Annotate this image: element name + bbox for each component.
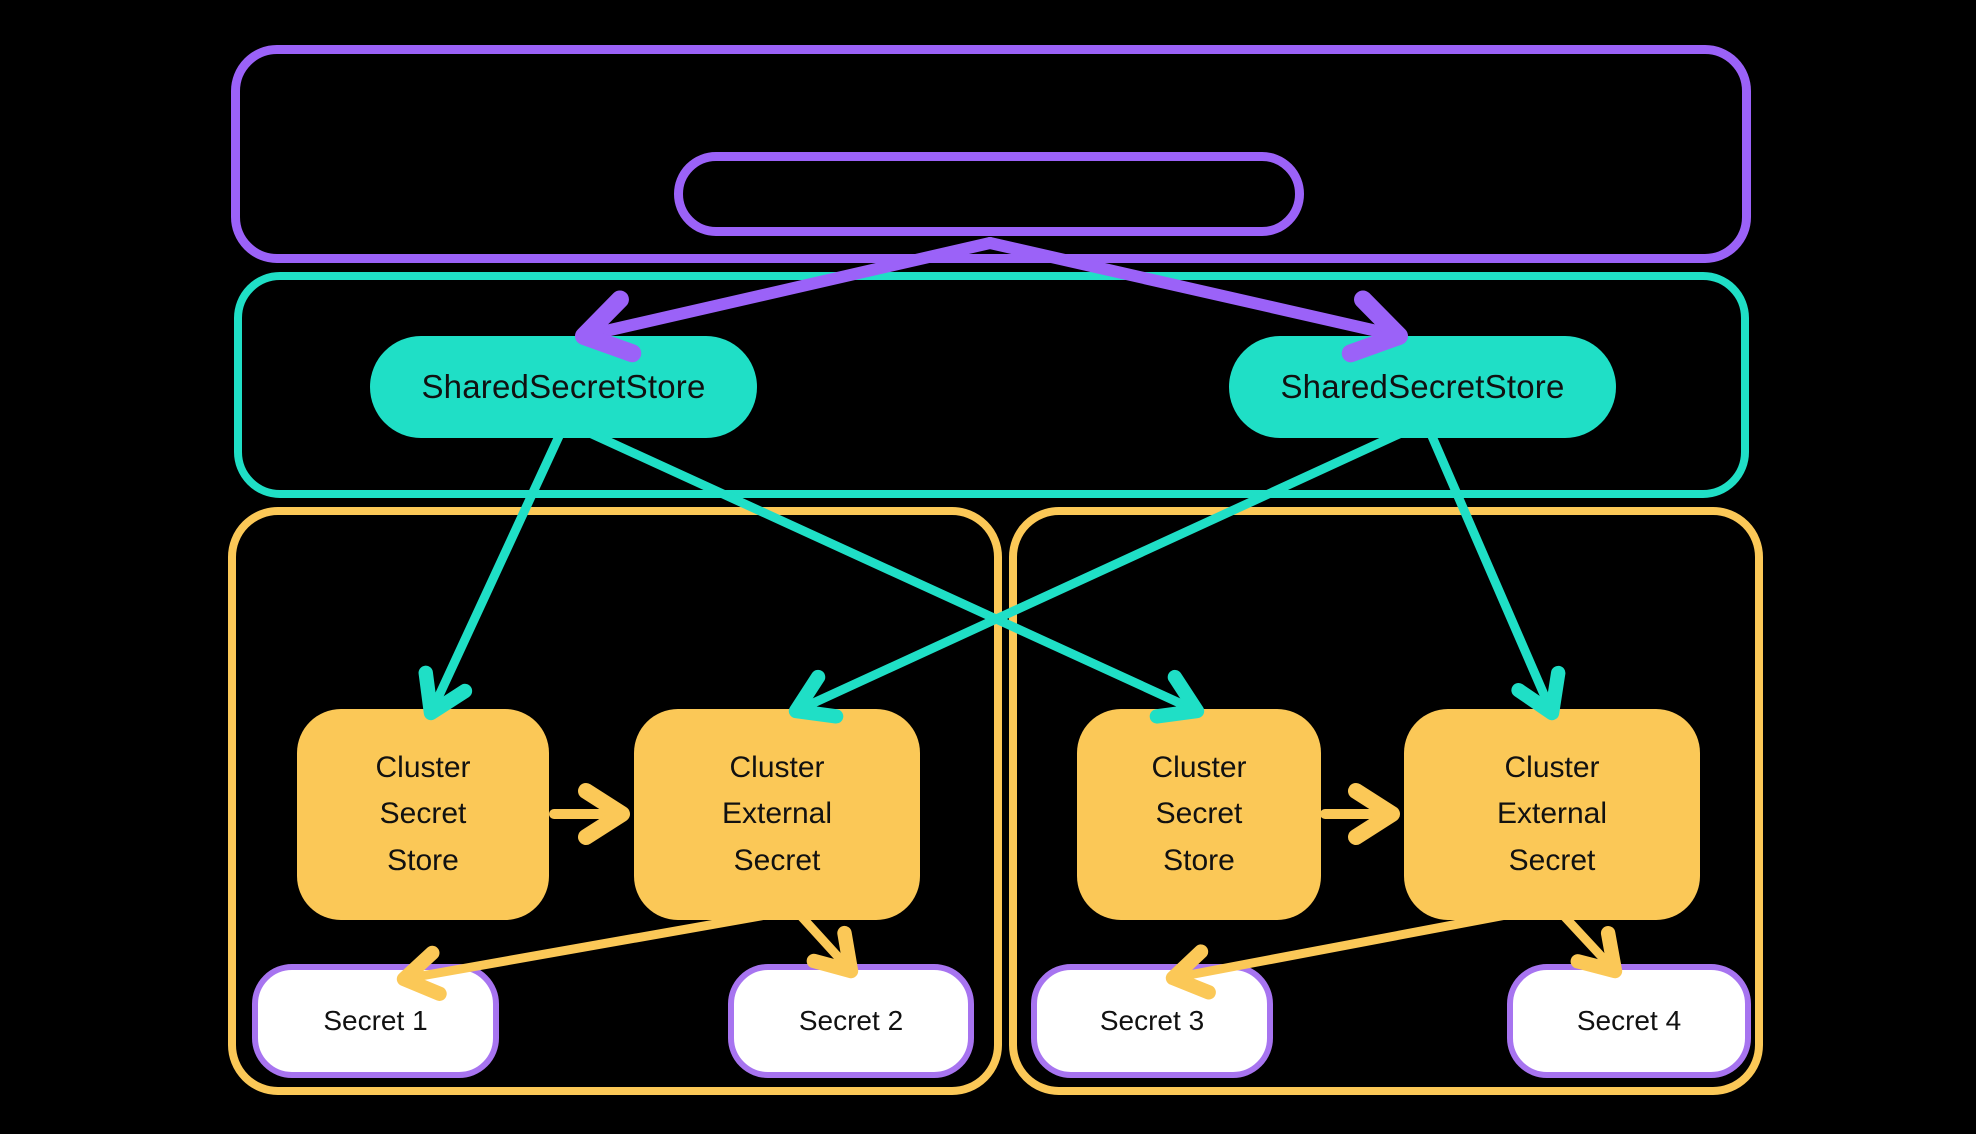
shared-secret-store-pill-left: SharedSecretStore	[370, 336, 757, 438]
cluster2-secret-store-node: Cluster Secret Store	[1077, 709, 1321, 920]
cluster2-external-secret-node: Cluster External Secret	[1404, 709, 1700, 920]
secret-node-4: Secret 4	[1507, 964, 1751, 1078]
management-inner-pill	[674, 152, 1304, 236]
cluster1-external-secret-node: Cluster External Secret	[634, 709, 920, 920]
cluster1-secret-store-node: Cluster Secret Store	[297, 709, 549, 920]
shared-secret-store-pill-right: SharedSecretStore	[1229, 336, 1616, 438]
secret-node-3: Secret 3	[1031, 964, 1273, 1078]
secret-node-1: Secret 1	[252, 964, 499, 1078]
secret-node-2: Secret 2	[728, 964, 974, 1078]
